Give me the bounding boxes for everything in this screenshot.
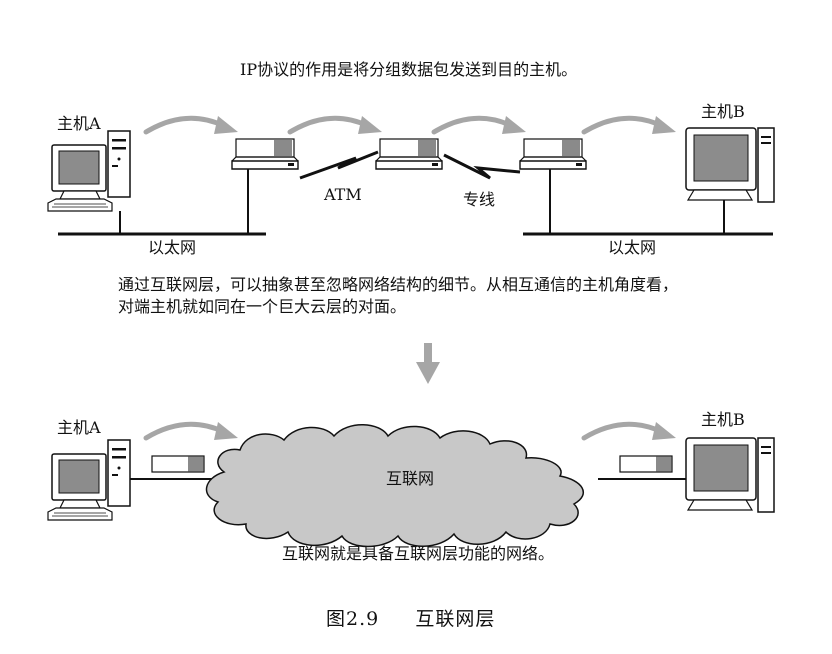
packet-left-icon — [151, 455, 205, 473]
host-b-label: 主机B — [701, 102, 745, 121]
internet-cloud-label: 互联网 — [386, 469, 435, 488]
arrow-icon-1 — [146, 116, 238, 134]
atm-link-icon — [299, 150, 379, 180]
router-middle-icon — [375, 138, 443, 170]
explanation-paragraph: 通过互联网层，可以抽象甚至忽略网络结构的细节。从相互通信的主机角度看， 对端主机… — [118, 274, 818, 318]
figure-caption: 图2.9 互联网层 — [326, 610, 495, 629]
bottom-host-b-computer-icon — [685, 437, 775, 513]
figure-number: 图2.9 — [326, 608, 380, 630]
router-right-icon — [519, 138, 587, 170]
bottom-host-a-computer-icon — [47, 439, 131, 521]
arrow-icon-3 — [434, 116, 526, 134]
arrow-icon-5 — [146, 422, 238, 440]
explanation-line-2: 对端主机就如同在一个巨大云层的对面。 — [118, 297, 407, 316]
host-b-computer-icon — [685, 127, 775, 203]
arrow-icon-4 — [584, 116, 676, 134]
packet-right-icon — [619, 455, 673, 473]
atm-label: ATM — [324, 185, 362, 204]
leased-line-label: 专线 — [463, 190, 496, 209]
ethernet-left-label: 以太网 — [148, 238, 197, 257]
top-heading: IP协议的作用是将分组数据包发送到目的主机。 — [240, 60, 578, 79]
host-a-label: 主机A — [57, 114, 101, 133]
internet-cloud-icon — [205, 424, 585, 548]
bottom-host-a-label: 主机A — [57, 418, 101, 437]
host-a-computer-icon — [47, 130, 131, 212]
explanation-line-1: 通过互联网层，可以抽象甚至忽略网络结构的细节。从相互通信的主机角度看， — [118, 275, 679, 294]
ethernet-right-label: 以太网 — [608, 238, 657, 257]
bottom-host-b-label: 主机B — [701, 410, 745, 429]
router-left-icon — [231, 138, 299, 170]
arrow-icon-2 — [290, 116, 382, 134]
arrow-icon-6 — [584, 422, 676, 440]
bottom-description: 互联网就是具备互联网层功能的网络。 — [282, 544, 555, 563]
figure-title: 互联网层 — [415, 608, 496, 630]
leased-line-link-icon — [443, 153, 521, 180]
down-arrow-icon — [416, 343, 440, 384]
